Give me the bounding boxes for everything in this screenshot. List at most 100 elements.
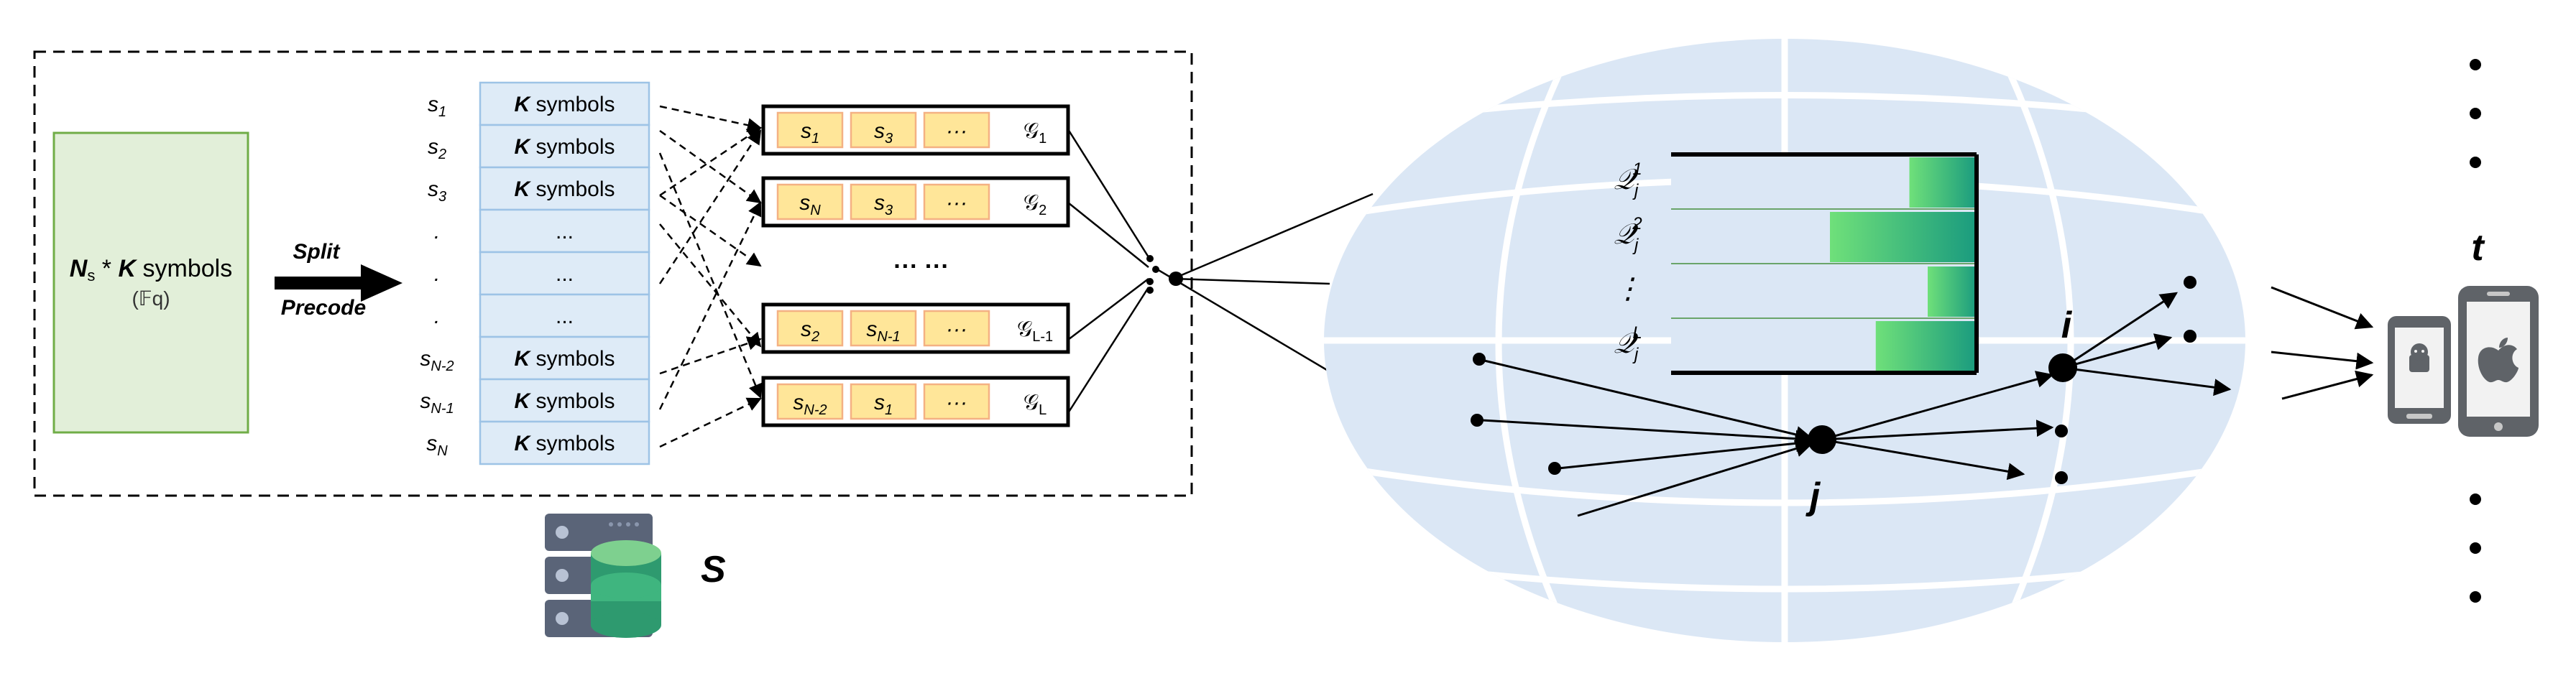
group-label-base: 𝒢	[1024, 119, 1039, 143]
segment-content: K symbols	[514, 135, 615, 159]
iphone-icon	[2458, 286, 2539, 437]
group-cell-label: sN-2	[793, 391, 827, 418]
segment-name: sN	[426, 432, 448, 459]
receiver-dots-bottom	[2470, 493, 2481, 603]
group-cell	[850, 310, 917, 347]
segment-text: symbols	[530, 389, 615, 413]
segment-k: K	[514, 389, 531, 413]
segment-cell	[479, 251, 650, 296]
receiver-dots-top	[2470, 59, 2481, 168]
segment-row: ....	[434, 293, 650, 338]
split-arrow: Split Precode	[275, 240, 402, 320]
group-cell-sub: N	[810, 203, 821, 218]
segment-content: ...	[556, 220, 574, 244]
segment-cell	[479, 208, 650, 254]
split-label: Split	[293, 240, 341, 264]
switch-dot-3	[1146, 278, 1154, 285]
segment-row: sN-1 K symbols	[420, 378, 650, 423]
segment-name-base: s	[426, 432, 437, 455]
group-cell-label: s2	[801, 317, 819, 345]
segment-name: sN-1	[420, 389, 454, 417]
group-cell-label: ···	[946, 317, 967, 341]
segment-k: K	[514, 177, 531, 201]
group-cell-label: sN-1	[866, 317, 900, 345]
source-k: K	[118, 255, 137, 282]
segment-content: ...	[556, 262, 574, 286]
segment-row: ....	[434, 251, 650, 296]
segment-name: s2	[428, 135, 446, 162]
group-row: s2 sN-1 ··· 𝒢L-1	[761, 302, 1070, 354]
group-cell-base: ···	[946, 391, 967, 414]
queue-label: 𝒬jL	[1614, 323, 1642, 364]
queue-label-sup: 2	[1632, 214, 1642, 233]
segment-name-sub: 1	[438, 104, 446, 120]
server-label: S	[701, 549, 726, 590]
group-cell-sub: 1	[811, 131, 819, 147]
source-symbols: symbols	[136, 255, 232, 282]
queue-label-sup: L	[1632, 323, 1642, 343]
group-label-base: 𝒢	[1024, 391, 1039, 414]
segment-text: symbols	[530, 135, 615, 159]
queue-label-sub: j	[1632, 345, 1639, 364]
group-cell-label: s3	[874, 119, 893, 147]
segment-content: ...	[556, 305, 574, 328]
precode-label: Precode	[281, 296, 366, 320]
segment-name-sub: 3	[438, 189, 446, 205]
group-cell-base: s	[793, 391, 804, 414]
group-label-base: 𝒢	[1017, 317, 1032, 341]
queue-label-sup: 1	[1632, 159, 1642, 179]
group-cell-base: s	[799, 191, 810, 215]
group-cell-label: ···	[946, 191, 967, 215]
node-j-label: j	[1806, 476, 1821, 517]
segment-name-base: s	[420, 347, 431, 371]
segment-name: sN-2	[420, 347, 454, 374]
group-cell-label: ···	[946, 391, 967, 414]
node-j	[1808, 425, 1836, 454]
group-cell-label: s3	[874, 191, 893, 218]
segment-cell	[479, 335, 650, 381]
segment-row: s2 K symbols	[428, 124, 650, 169]
network-nodes	[1471, 276, 2196, 484]
group-cell-label: s1	[874, 391, 893, 418]
group-label-sub: L	[1039, 402, 1046, 418]
segment-k: K	[514, 135, 531, 159]
queue-fill	[1875, 321, 1977, 371]
segment-name-sub: N	[437, 443, 448, 459]
queue-label-base: ⋮	[1614, 273, 1642, 305]
segment-text: symbols	[530, 347, 615, 371]
queue-row: ⋮	[1614, 266, 1977, 319]
segment-name: s3	[428, 177, 446, 205]
segment-name-base: s	[420, 389, 431, 413]
group-cell	[923, 111, 990, 149]
segment-name-base: .	[434, 220, 440, 244]
group-cell-base: s	[874, 119, 885, 143]
segment-content: K symbols	[514, 432, 615, 455]
segment-text: ...	[556, 220, 574, 244]
segment-k: K	[514, 432, 531, 455]
group-cell	[776, 310, 844, 347]
group-cell-base: s	[874, 191, 885, 215]
segment-name-base: s	[428, 177, 438, 201]
queue-label-sub: j	[1632, 236, 1639, 255]
group-label-base: 𝒢	[1024, 191, 1039, 215]
group-label: 𝒢L-1	[1017, 317, 1053, 345]
group-label-sub: L-1	[1032, 329, 1053, 345]
group-cell-base: ···	[946, 317, 967, 341]
group-cell-base: s	[801, 119, 811, 143]
server-database-icon	[545, 514, 661, 638]
group-cell	[850, 183, 917, 221]
network-arrows	[1481, 286, 2374, 517]
segment-text: ...	[556, 262, 574, 286]
switch-dot-4	[1146, 287, 1154, 294]
queue-fill	[1909, 157, 1977, 208]
segment-name-sub: 2	[438, 147, 446, 162]
segment-k: K	[514, 347, 531, 371]
source-n: N	[70, 255, 88, 282]
